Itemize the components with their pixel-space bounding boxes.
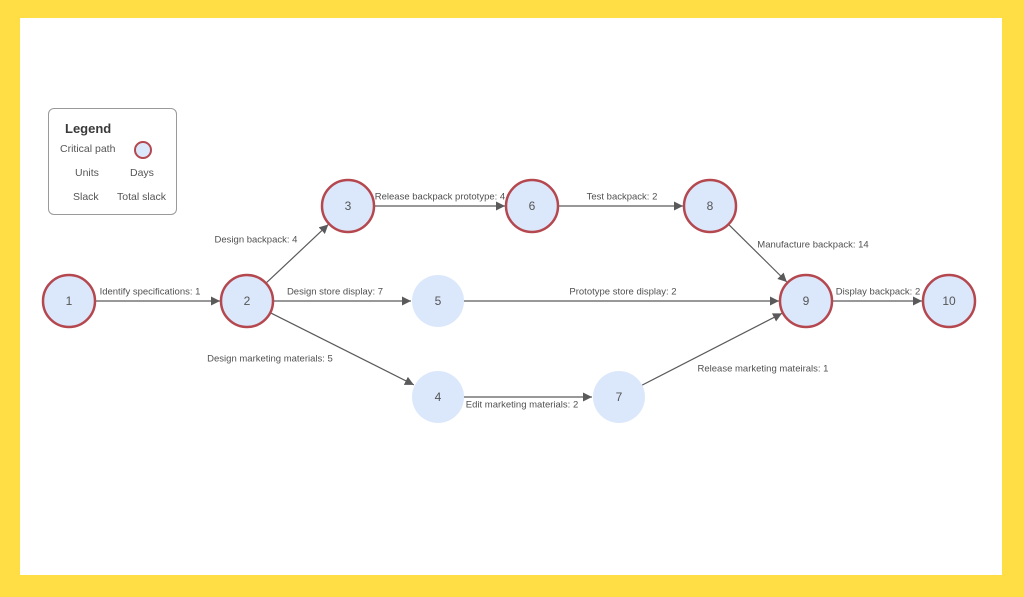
node-circle[interactable] [412,371,464,423]
node-8[interactable]: 8 [682,178,738,234]
node-6[interactable]: 6 [504,178,560,234]
node-3[interactable]: 3 [320,178,376,234]
edge-labels-layer: Identify specifications: 1 Design backpac… [100,192,921,411]
node-label-8: 8 [707,199,714,213]
edge-label-2-3: Design backpack: 4 [215,235,298,246]
edge-label-7-9: Release marketing mateirals: 1 [698,364,829,375]
legend-units-value: Days [130,167,154,179]
legend-units-label: Units [75,167,99,179]
critical-node-circle[interactable] [921,273,977,329]
edges-layer [95,201,922,402]
node-label-5: 5 [435,294,442,308]
legend-box: Legend Critical path Units Days Slack To… [48,108,177,215]
node-5[interactable]: 5 [412,275,464,327]
legend-critical-path-label: Critical path [60,143,116,155]
critical-node-circle[interactable] [320,178,376,234]
node-label-4: 4 [435,390,442,404]
edge-label-8-9: Manufacture backpack: 14 [757,240,868,251]
critical-node-circle[interactable] [778,273,834,329]
critical-node-circle[interactable] [682,178,738,234]
edge-label-2-5: Design store display: 7 [287,287,383,298]
nodes-layer: 1 2 3 4 5 6 7 8 9 10 [41,178,977,423]
node-circle[interactable] [412,275,464,327]
node-7[interactable]: 7 [593,371,645,423]
edge-label-5-9: Prototype store display: 2 [569,287,676,298]
edge-label-6-8: Test backpack: 2 [587,192,658,203]
node-10[interactable]: 10 [921,273,977,329]
edge-label-2-4: Design marketing materials: 5 [207,354,333,365]
diagram-canvas [20,18,1002,575]
node-9[interactable]: 9 [778,273,834,329]
critical-path-swatch-icon [134,141,152,159]
legend-title: Legend [65,121,112,136]
edge-label-9-10: Display backpack: 2 [836,287,920,298]
edge-arrow-8-9 [728,223,788,283]
node-label-1: 1 [66,294,73,308]
node-label-6: 6 [529,199,536,213]
edge-arrow-2-4 [269,312,415,386]
edge-arrow-7-9 [641,312,783,386]
node-label-2: 2 [244,294,251,308]
critical-node-circle[interactable] [504,178,560,234]
node-label-3: 3 [345,199,352,213]
node-1[interactable]: 1 [41,273,97,329]
node-2[interactable]: 2 [219,273,275,329]
node-label-10: 10 [942,294,956,308]
critical-node-circle[interactable] [219,273,275,329]
edge-label-1-2: Identify specifications: 1 [100,287,201,298]
legend-slack-value: Total slack [117,191,167,203]
node-4[interactable]: 4 [412,371,464,423]
node-label-7: 7 [616,390,623,404]
legend-slack-label: Slack [73,191,99,203]
node-label-9: 9 [803,294,810,308]
critical-node-circle[interactable] [41,273,97,329]
node-circle[interactable] [593,371,645,423]
edge-arrow-2-3 [265,224,329,284]
edge-label-4-7: Edit marketing materials: 2 [466,400,578,411]
edge-label-3-6: Release backpack prototype: 4 [375,192,505,203]
